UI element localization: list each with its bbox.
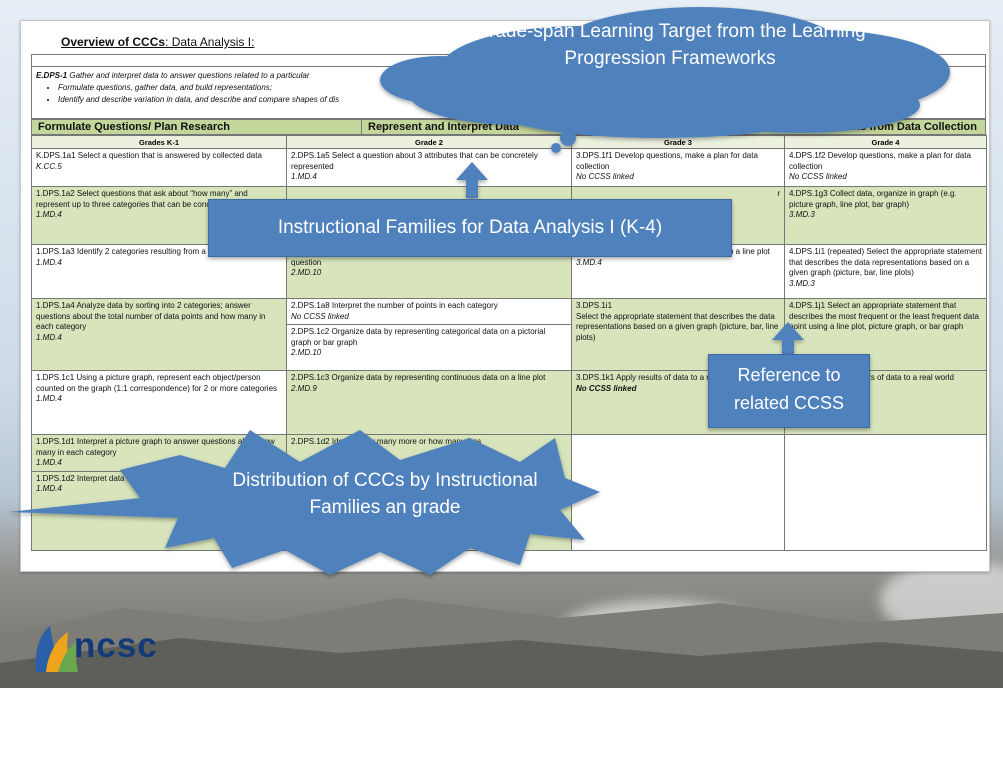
table-cell: 4.DPS.1i1 (repeated) Select the appropri… (784, 244, 987, 299)
ccc-text: 1.DPS.1d2 Interpret data in terms of mor… (36, 473, 211, 483)
ccss-ref: 1.MD.4 (291, 172, 317, 181)
ccc-text: 4.DPS.1j1 Select an appropriate statemen… (789, 301, 979, 331)
family-represent-interpret: Represent and Interpret Data (362, 120, 572, 134)
list-item: Identify and describe variation in data,… (58, 94, 981, 106)
ccc-text: 2.DPS.1c2 Organize data by representing … (291, 327, 546, 347)
ccc-text: 1.DPS.1c1 Using a picture graph, represe… (36, 373, 278, 393)
table-cell: 1.DPS.1c1 Using a picture graph, represe… (31, 370, 287, 435)
families-callout: Instructional Families for Data Analysis… (277, 217, 663, 238)
table-row: K.DPS.1a1 Select a question that is answ… (31, 148, 987, 187)
ccss-ref: 1.MD.4 (36, 394, 62, 403)
learning-target-box: E.DPS-1 Gather and interpret data to ans… (31, 67, 986, 119)
ccss-ref: 1.MD.4 (36, 257, 62, 267)
families-callout-box (208, 199, 732, 257)
title-prefix: Overview of CCCs (61, 35, 166, 49)
ccc-text: 4.DPS.1f2 Develop questions, make a plan… (789, 151, 971, 171)
ccc-text: 1.DPS.1d1 Interpret a picture graph to a… (36, 437, 275, 457)
ccss-ref: 3.MD.4 (576, 257, 602, 267)
table-cell: 4.DPS.1j1 Select an appropriate statemen… (784, 298, 987, 371)
grade-header: Grade 4 (784, 135, 987, 149)
learning-target-bullets: Formulate questions, gather data, and bu… (58, 82, 981, 106)
ccc-text: 1.DPS.1a2 Select questions that ask abou… (36, 189, 275, 209)
table-cell (571, 434, 785, 551)
document-title: Overview of CCCs: Data Analysis I: (61, 35, 254, 49)
mountain-backdrop (0, 598, 1003, 688)
ccss-ref: 2.MD.10 (291, 268, 322, 277)
ccc-text: 3.DPS.1i1 Select the appropriate stateme… (576, 301, 779, 342)
distribution-callout: Distribution of CCCs by Instructional Fa… (232, 470, 538, 518)
ccc-text: 2.DPS.1a5 Select a question about 3 attr… (291, 151, 538, 171)
table-cell (784, 434, 987, 551)
ccc-text: 2.DPS.1a8 Interpret the number of points… (291, 301, 498, 310)
bullet-text: Formulate questions, gather data, and bu… (58, 83, 272, 92)
ccc-text: 2.DPS.1c3 Organize data by representing … (291, 373, 546, 382)
table-cell: 4.DPS.1f2 Develop questions, make a plan… (784, 148, 987, 187)
ccc-text: 1.DPS.1a4 Analyze data by sorting into 2… (36, 301, 266, 331)
ccss-ref: 3.MD.3 (789, 210, 815, 219)
ccss-ref: 1.MD.4 (36, 210, 62, 219)
learning-target-callout: Grade-span Learning Target from the Lear… (474, 21, 866, 69)
cell-divider (287, 324, 571, 325)
grade-header: Grades K-1 (31, 135, 287, 149)
ccss-ref: No CCSS linked (576, 172, 634, 181)
table-cell: 4.DPS.1g3 Collect data, organize in grap… (784, 186, 987, 245)
learning-target-text: Gather and interpret data to answer ques… (67, 71, 310, 80)
ccc-text: 4.DPS.1g3 Collect data, organize in grap… (789, 189, 957, 209)
grade-header: Grade 2 (286, 135, 572, 149)
ncsc-logo-icon (35, 626, 78, 672)
ccss-reference-callout: Reference to related CCSS (733, 365, 845, 413)
ccss-ref: No CCSS linked (789, 172, 847, 181)
ccss-callout-box (708, 354, 870, 428)
ccss-ref: K.CC.5 (36, 161, 62, 171)
family-conclusions: ons from Data Collection (846, 121, 977, 133)
grade-header: Grade 3 (571, 135, 785, 149)
ccc-text: 2.DPS.1d2 Identify how many more or how … (291, 437, 482, 446)
ccss-ref: 1.MD.4 (36, 332, 62, 342)
ccss-ref: 2.MD.10 (291, 348, 322, 357)
ccc-text: K.DPS.1a1 Select a question that is answ… (36, 151, 262, 160)
ccc-text: 4.DPS.1i1 (repeated) Select the appropri… (789, 247, 982, 277)
table-cell: 2.DPS.1a5 Select a question about 3 attr… (286, 148, 572, 187)
table-cell: 3.DPS.1f1 Develop questions, make a plan… (571, 148, 785, 187)
title-suffix: : Data Analysis I: (165, 35, 255, 49)
family-formulate-questions: Formulate Questions/ Plan Research (32, 120, 362, 134)
table-cell: 2.DPS.1c3 Organize data by representing … (286, 370, 572, 435)
ccc-text: r (777, 189, 780, 198)
ncsc-logo-text: ncsc (74, 626, 158, 665)
table-cell: 2.DPS.1a8 Interpret the number of points… (286, 298, 572, 371)
ccc-text: 1.DPS.1a3 Identify 2 categories resultin… (36, 247, 271, 256)
learning-target-code: E.DPS-1 (36, 71, 68, 80)
slide-background: Overview of CCCs: Data Analysis I: (K-4)… (0, 0, 1003, 688)
bullet-text: Identify and describe variation in data,… (58, 95, 340, 104)
ccss-ref: 3.MD.3 (789, 278, 815, 288)
table-row: 1.DPS.1a3 Identify 2 categories resultin… (31, 244, 987, 299)
list-item: Formulate questions, gather data, and bu… (58, 82, 981, 94)
ccss-ref: No CCSS linked (291, 311, 349, 321)
ccc-text: 3.DPS.1k1 Apply results of data to a rea… (576, 373, 773, 382)
ccc-text: 3.DPS.1f1 Develop questions, make a plan… (576, 151, 758, 171)
ccss-ref: 2.MD.9 (291, 383, 317, 393)
ccss-ref: No CCSS linked (576, 383, 637, 393)
learning-target-statement: E.DPS-1 Gather and interpret data to ans… (36, 70, 981, 82)
instructional-family-row: Formulate Questions/ Plan Research Repre… (31, 119, 986, 135)
table-cell: 1.DPS.1a4 Analyze data by sorting into 2… (31, 298, 287, 371)
grade-header-row: Grades K-1 Grade 2 Grade 3 Grade 4 (31, 135, 987, 149)
table-cell: K.DPS.1a1 Select a question that is answ… (31, 148, 287, 187)
